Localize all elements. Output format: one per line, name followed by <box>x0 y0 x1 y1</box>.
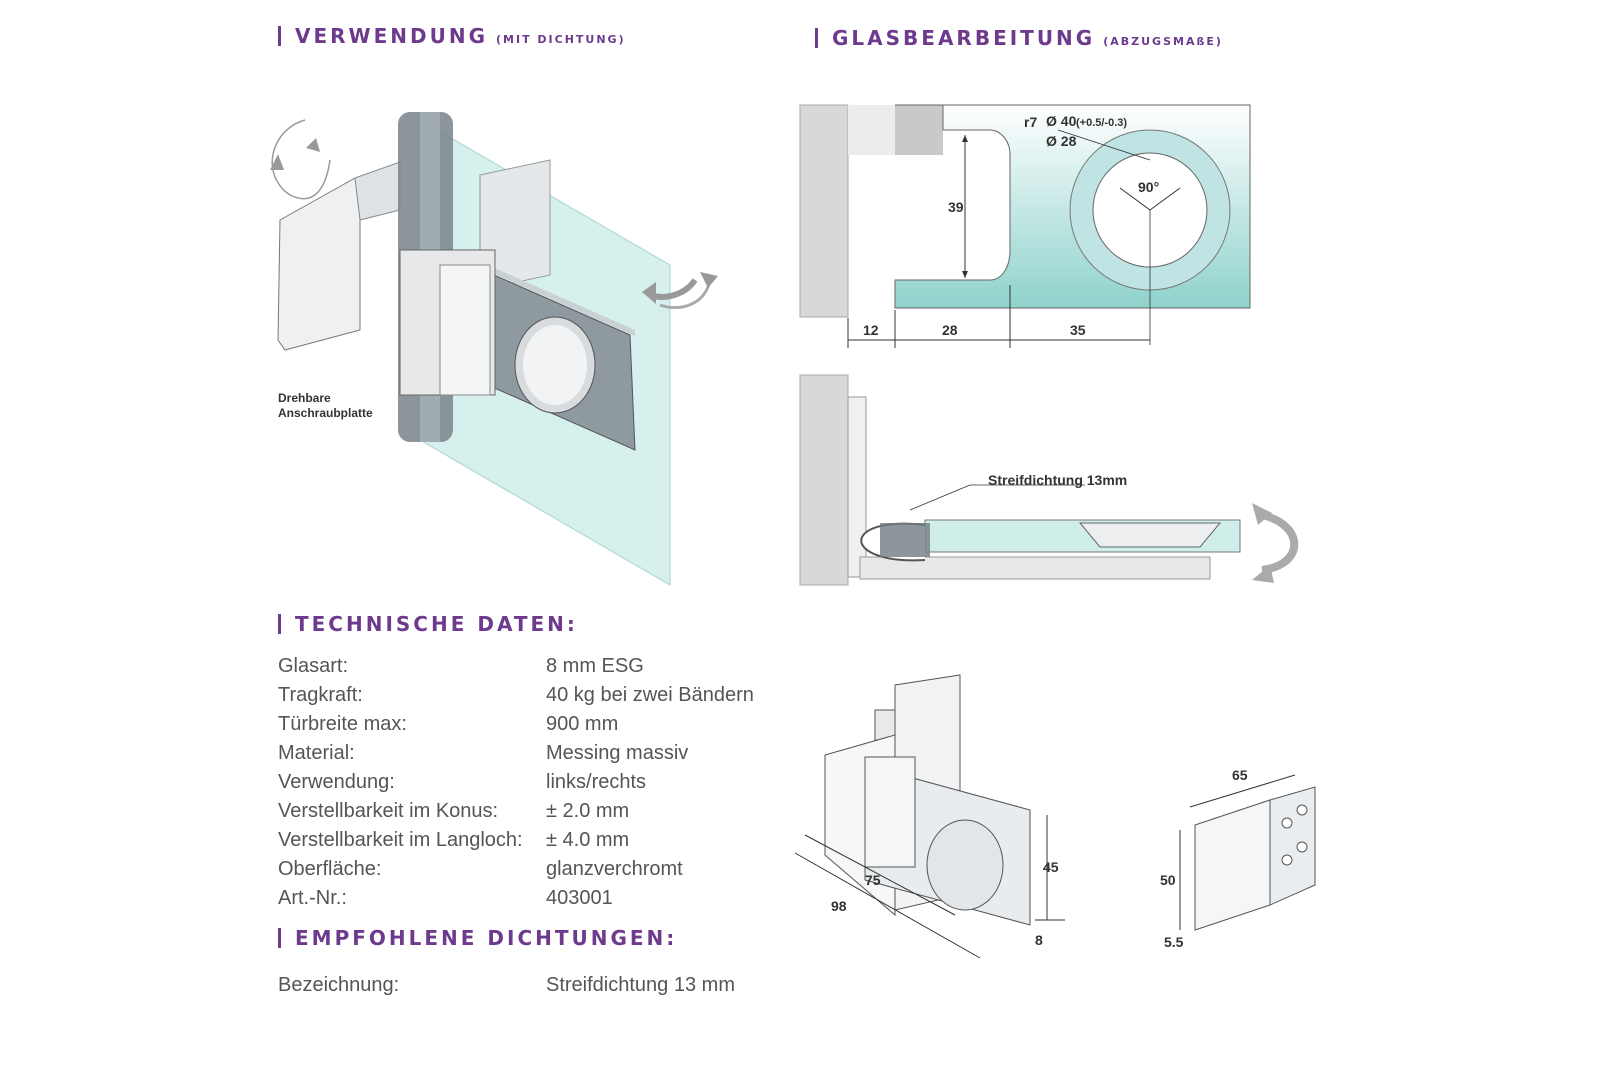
seal-label: Streifdichtung 13mm <box>988 472 1127 488</box>
caption-drehbare-anschraubplatte: Drehbare Anschraubplatte <box>278 391 373 420</box>
dim-height-39: 39 <box>948 199 964 215</box>
dim-45: 45 <box>1043 859 1059 875</box>
dim-35: 35 <box>1070 322 1086 338</box>
dim-angle-90: 90° <box>1138 179 1159 195</box>
dim-50: 50 <box>1160 872 1176 888</box>
plate-dimension-drawing: 65 50 5.5 <box>1160 767 1316 950</box>
dim-d28: Ø 28 <box>1046 133 1077 149</box>
glass-processing-drawing: 39 12 28 35 r7 Ø 40 (+0.5/-0.3) Ø 28 90° <box>799 104 1251 348</box>
dim-5-5: 5.5 <box>1164 934 1184 950</box>
dim-28: 28 <box>942 322 958 338</box>
hinge-illustration <box>270 112 718 586</box>
dim-d40-tolerance: (+0.5/-0.3) <box>1076 117 1127 129</box>
dim-75: 75 <box>865 872 881 888</box>
dim-d40: Ø 40 <box>1046 113 1077 129</box>
section-title-verwendung: VERWENDUNG(MIT DICHTUNG) <box>278 24 626 48</box>
dim-98: 98 <box>831 898 847 914</box>
dim-8: 8 <box>1035 932 1043 948</box>
dim-r7: r7 <box>1024 114 1037 130</box>
section-title-technische-daten: TECHNISCHE DATEN: <box>278 612 578 636</box>
dim-12: 12 <box>863 322 879 338</box>
section-title-empfohlene-dichtungen: EMPFOHLENE DICHTUNGEN: <box>278 926 677 950</box>
dim-65: 65 <box>1232 767 1248 783</box>
hinge-dimension-drawing: 75 98 45 8 <box>794 674 1065 959</box>
section-title-glasbearbeitung: GLASBEARBEITUNG(ABZUGSMAßE) <box>815 26 1223 50</box>
seal-cross-section-drawing: Streifdichtung 13mm <box>799 374 1299 586</box>
